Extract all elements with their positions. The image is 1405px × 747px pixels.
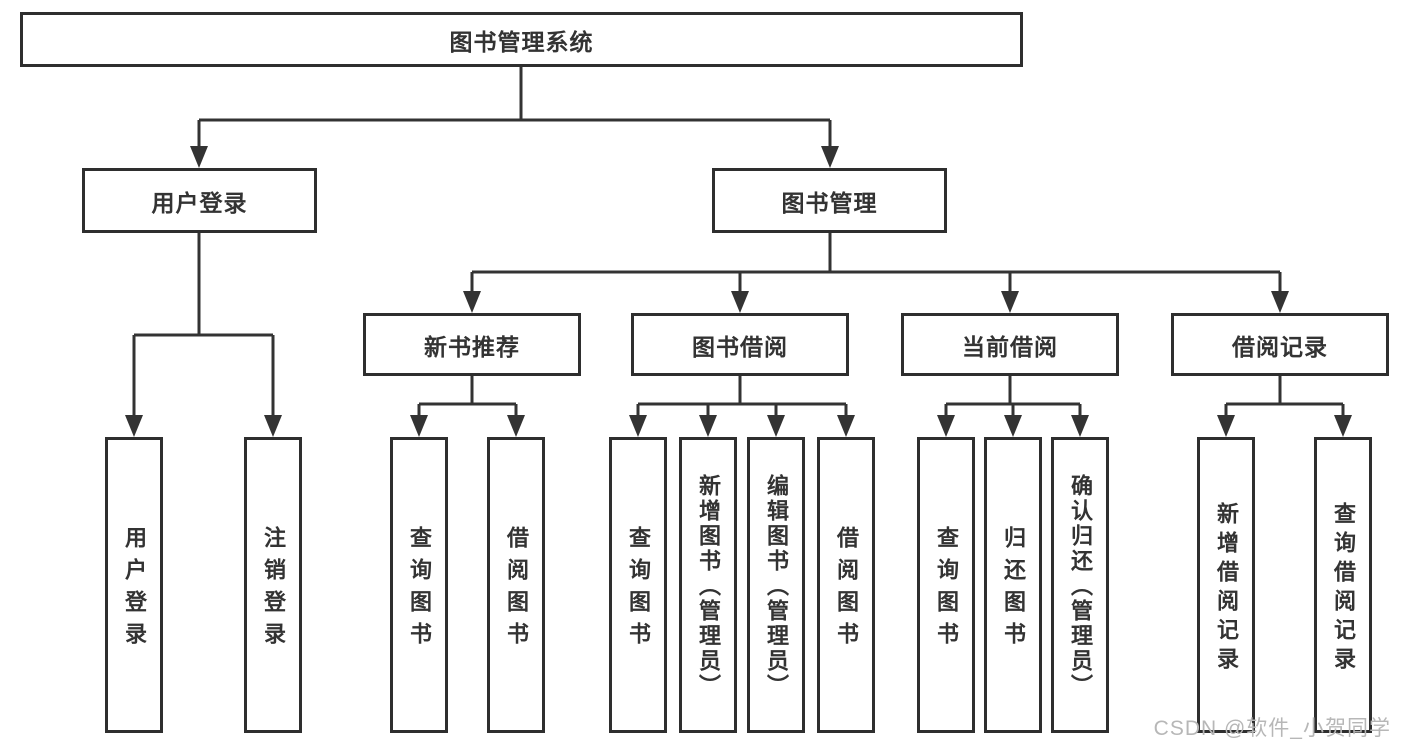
node-user-login-label: 用户登录 — [151, 189, 248, 216]
node-new-book-recommend-label: 新书推荐 — [424, 333, 520, 360]
node-root: 图书管理系统 — [20, 12, 1023, 67]
leaf-borrow-book-2: 借阅图书 — [817, 437, 875, 733]
leaf-add-borrow-record-label: 新增借阅记录 — [1214, 501, 1239, 676]
node-new-book-recommend: 新书推荐 — [363, 313, 581, 376]
leaf-return-book-label: 归还图书 — [1001, 526, 1026, 654]
leaf-query-book-2-label: 查询图书 — [626, 526, 651, 654]
leaf-query-book-1: 查询图书 — [390, 437, 448, 733]
leaf-add-book-admin-label: 新增图书（管理员） — [696, 474, 721, 699]
node-borrow-record-label: 借阅记录 — [1232, 333, 1328, 360]
node-book-management-label: 图书管理 — [781, 189, 878, 216]
leaf-borrow-book-2-label: 借阅图书 — [834, 526, 859, 654]
leaf-confirm-return-admin-label: 确认归还（管理员） — [1068, 474, 1093, 699]
leaf-edit-book-admin: 编辑图书（管理员） — [747, 437, 805, 733]
leaf-query-book-3-label: 查询图书 — [934, 526, 959, 654]
leaf-query-book-2: 查询图书 — [609, 437, 667, 733]
leaf-query-book-1-label: 查询图书 — [407, 526, 432, 654]
watermark: CSDN @软件_小贺同学 — [1153, 717, 1391, 740]
leaf-logout-label: 注销登录 — [261, 526, 286, 654]
leaf-confirm-return-admin: 确认归还（管理员） — [1051, 437, 1109, 733]
node-book-borrow-label: 图书借阅 — [692, 333, 788, 360]
leaf-return-book: 归还图书 — [984, 437, 1042, 733]
leaf-edit-book-admin-label: 编辑图书（管理员） — [764, 474, 789, 699]
leaf-logout: 注销登录 — [244, 437, 302, 733]
node-book-management: 图书管理 — [712, 168, 947, 233]
leaf-add-borrow-record: 新增借阅记录 — [1197, 437, 1255, 733]
node-root-label: 图书管理系统 — [449, 28, 594, 55]
leaf-borrow-book-1: 借阅图书 — [487, 437, 545, 733]
leaf-user-login: 用户登录 — [105, 437, 163, 733]
node-current-borrow: 当前借阅 — [901, 313, 1119, 376]
node-borrow-record: 借阅记录 — [1171, 313, 1389, 376]
node-current-borrow-label: 当前借阅 — [962, 333, 1058, 360]
node-user-login: 用户登录 — [82, 168, 317, 233]
node-book-borrow: 图书借阅 — [631, 313, 849, 376]
leaf-add-book-admin: 新增图书（管理员） — [679, 437, 737, 733]
leaf-query-book-3: 查询图书 — [917, 437, 975, 733]
leaf-borrow-book-1-label: 借阅图书 — [504, 526, 529, 654]
leaf-query-borrow-record-label: 查询借阅记录 — [1331, 501, 1356, 676]
leaf-query-borrow-record: 查询借阅记录 — [1314, 437, 1372, 733]
arrowhead-icons — [125, 146, 1352, 437]
leaf-user-login-label: 用户登录 — [122, 526, 147, 654]
